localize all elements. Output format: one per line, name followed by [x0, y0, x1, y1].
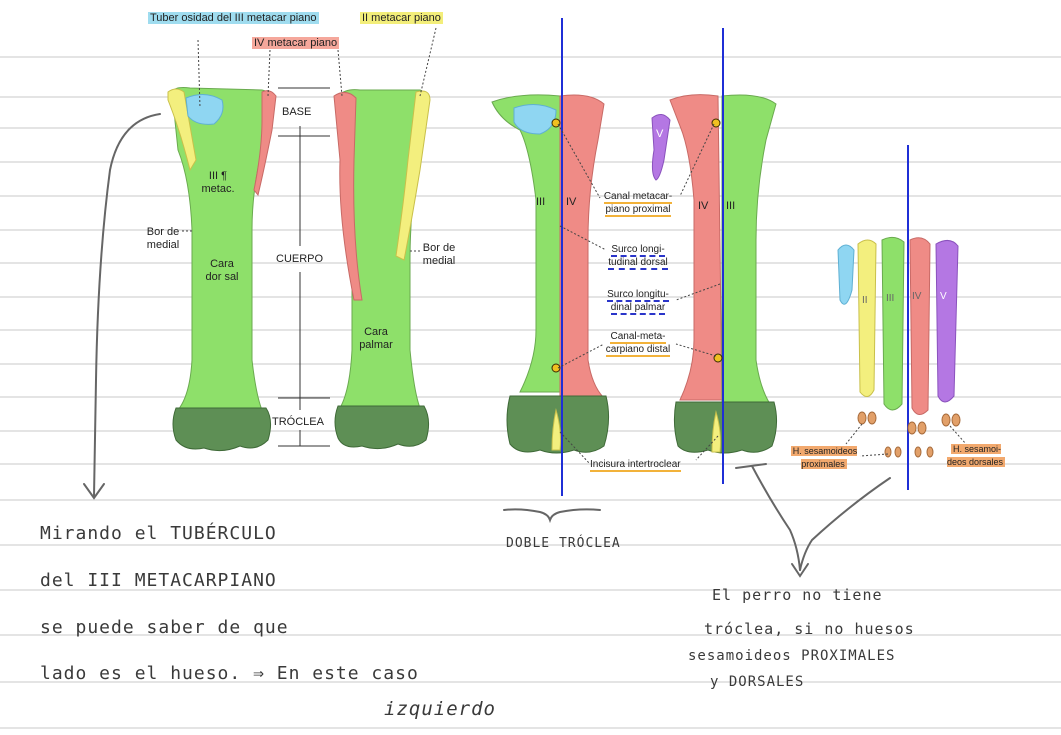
palmar-groove-text: Surco longitu- dinal palmar [607, 289, 669, 315]
note-line-5: izquierdo [384, 698, 496, 720]
numeral-iii-left: III [536, 196, 546, 208]
canal-distal-text: Canal-meta- carpiano distal [605, 331, 671, 357]
tuberosity-text: Tuber osidad del III metacar piano [148, 12, 319, 24]
trochlea-label: TRÓCLEA [272, 416, 324, 428]
metacarpal-palmar-view [333, 89, 431, 450]
note-line-2: del III METACARPIANO [40, 570, 277, 591]
metacarpal-ii-text: II metacar piano [360, 12, 443, 24]
metacarpal-ii-label: II metacar piano [360, 12, 443, 25]
note-line-1: Mirando el TUBÉRCULO [40, 523, 277, 544]
dog-note-line-4: y DORSALES [710, 674, 805, 690]
dorsal-groove-label: Surco longi- tudinal dorsal [600, 243, 676, 270]
dog-numeral-ii: II [862, 295, 868, 306]
dorsal-face-label: Cara dor sal [205, 258, 239, 283]
dog-numeral-v: V [940, 291, 947, 302]
dog-note-line-2: tróclea, si no huesos [704, 620, 915, 638]
iii-metac-label: III ¶ metac. [201, 170, 235, 195]
double-trochlea-note: DOBLE TRÓCLEA [506, 536, 621, 551]
numeral-iv-right: IV [698, 200, 709, 212]
dorsal-sesamoids-text: H. sesamoi- deos dorsales [946, 444, 1006, 467]
note-line-3: se puede saber de que [40, 617, 289, 638]
numeral-iv-left: IV [566, 196, 577, 208]
base-label: BASE [282, 106, 312, 118]
dog-numeral-iii: III [886, 293, 895, 304]
metacarpal-dorsal-view [167, 87, 277, 452]
note-line-4: lado es el hueso. ⇒ En este caso [40, 663, 419, 684]
body-label: CUERPO [276, 253, 324, 265]
dog-note-line-3: sesamoideos PROXIMALES [688, 648, 896, 664]
dog-note-line-1: El perro no tiene [712, 586, 883, 604]
proximal-sesamoids-label: H. sesamoideos proximales [788, 445, 860, 471]
canal-proximal-label: Canal metacar- piano proximal [598, 190, 678, 217]
metacarpal-iv-label: IV metacar piano [252, 37, 340, 50]
numeral-v-small: V [656, 128, 664, 140]
metacarpal-v-small [651, 114, 671, 181]
dorsal-sesamoids-label: H. sesamoi- deos dorsales [940, 443, 1012, 469]
palmar-face-label: Cara palmar [359, 326, 393, 351]
metacarpal-iv-text: IV metacar piano [252, 37, 340, 49]
intertrochlear-label: Incisura intertroclear [590, 458, 681, 472]
canal-distal-label: Canal-meta- carpiano distal [600, 330, 676, 357]
metacarpal-pair-dorsal [491, 94, 610, 454]
palmar-groove-label: Surco longitu- dinal palmar [598, 288, 678, 315]
intertrochlear-text: Incisura intertroclear [590, 459, 681, 472]
medial-border-right-label: Bor de medial [422, 242, 456, 267]
numeral-iii-right: III [726, 200, 736, 212]
canal-proximal-text: Canal metacar- piano proximal [603, 191, 673, 217]
dorsal-groove-text: Surco longi- tudinal dorsal [608, 244, 668, 270]
tuberosity-label: Tuber osidad del III metacar piano [148, 12, 319, 25]
medial-border-left-label: Bor de medial [146, 226, 180, 251]
proximal-sesamoids-text: H. sesamoideos proximales [790, 446, 858, 469]
dog-metacarpals [837, 236, 961, 458]
metacarpal-pair-palmar [669, 94, 778, 454]
dog-numeral-iv: IV [912, 291, 922, 302]
